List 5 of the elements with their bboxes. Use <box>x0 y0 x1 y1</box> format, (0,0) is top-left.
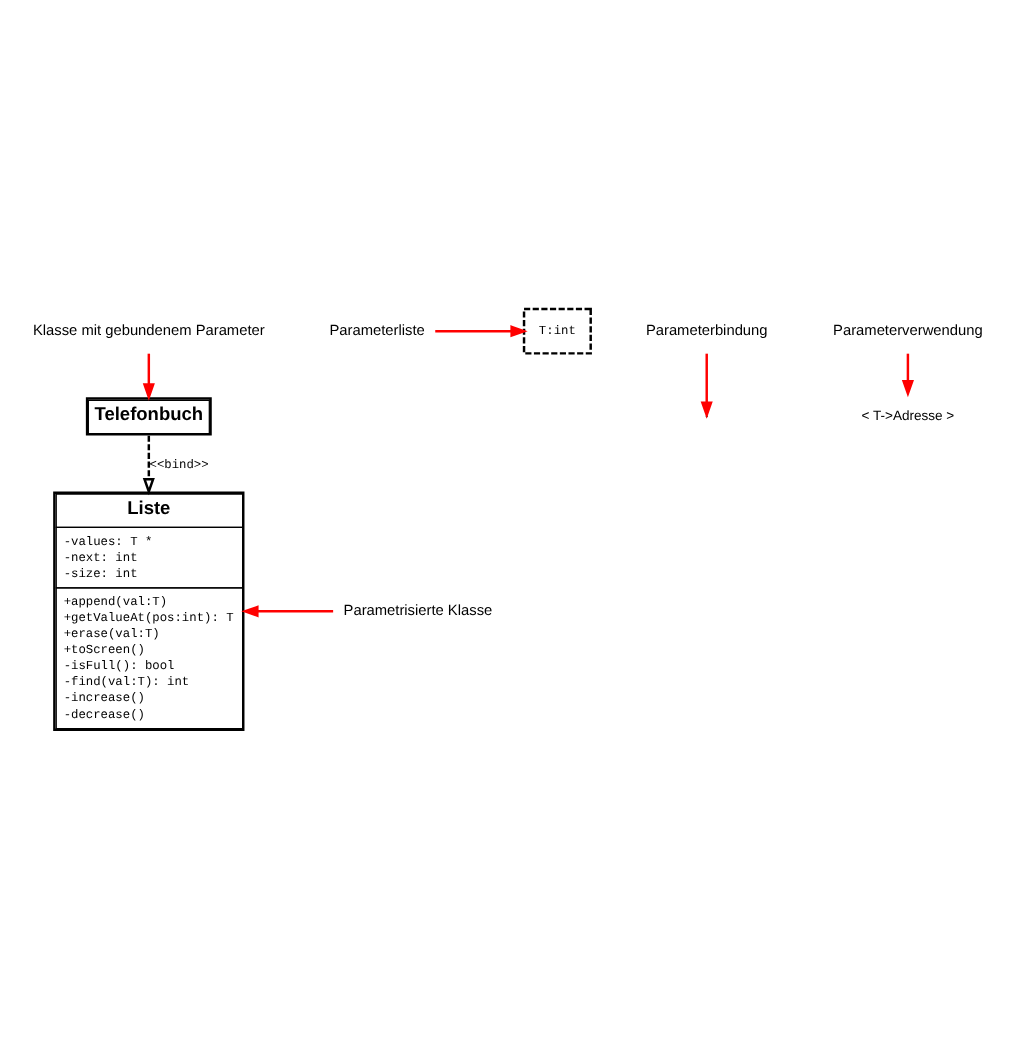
arrow <box>435 324 528 337</box>
arrow <box>901 352 914 397</box>
arrow <box>142 434 155 495</box>
arrow <box>241 604 334 617</box>
arrow <box>142 352 155 400</box>
